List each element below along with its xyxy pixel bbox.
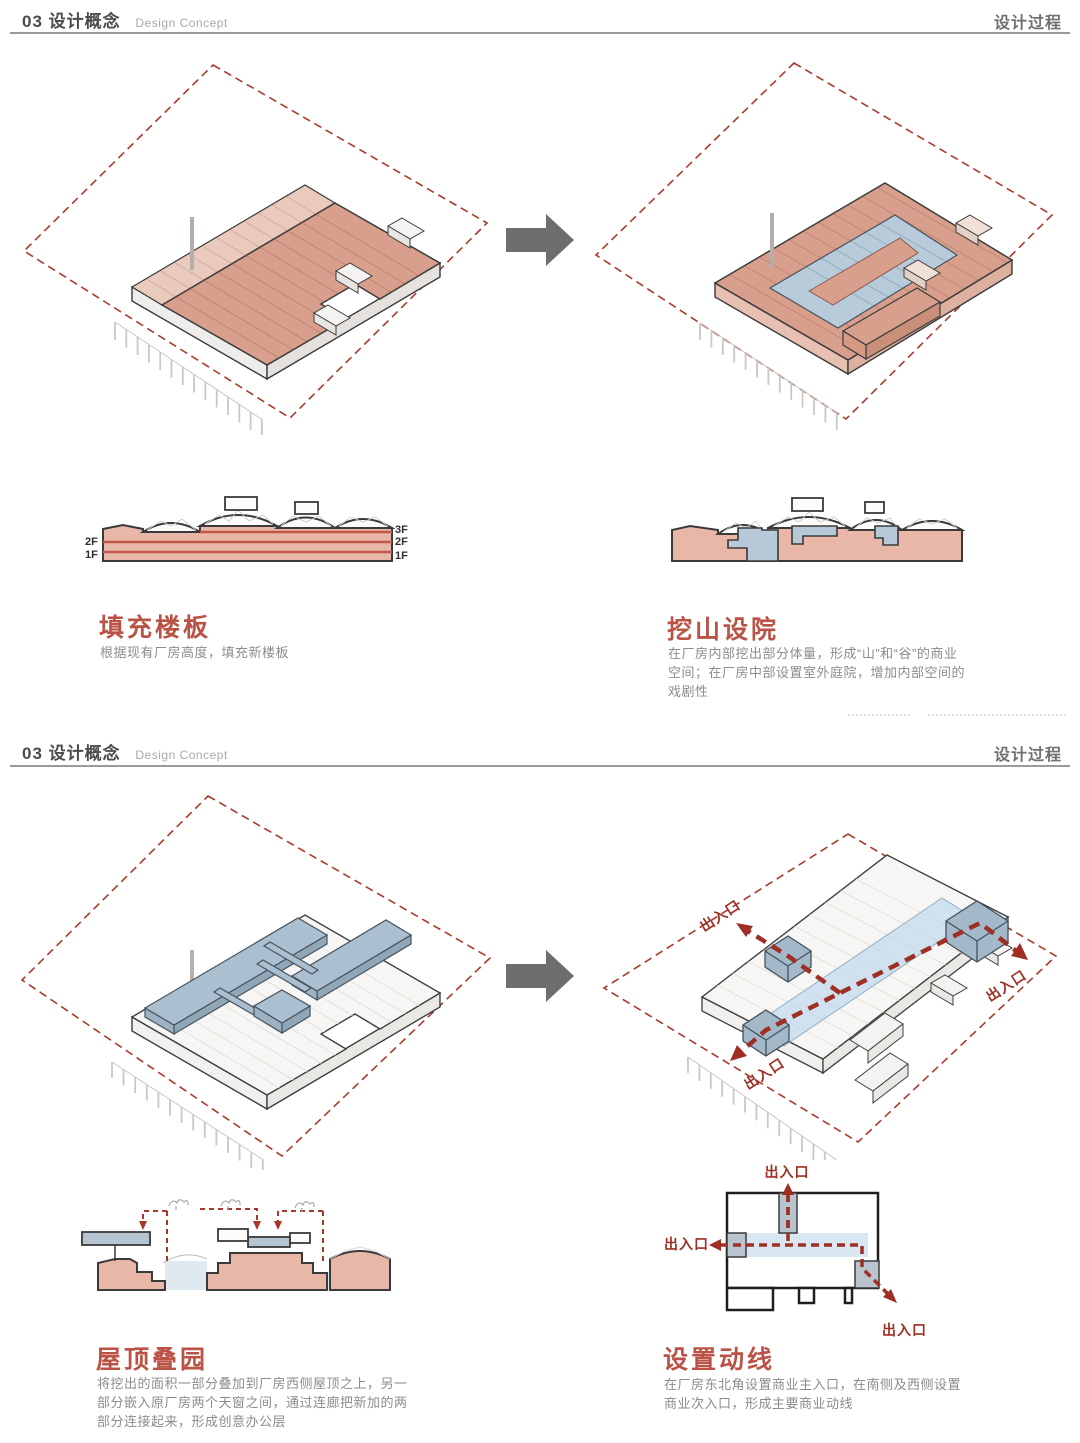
plan-circulation: 出入口 出入口 出入口 xyxy=(664,1164,927,1338)
panel-design-concept-1: 03 设计概念 Design Concept 设计过程 xyxy=(10,7,1070,716)
new-floor-slabs xyxy=(103,530,392,554)
panel-design-concept-2: 03 设计概念 Design Concept 设计过程 xyxy=(0,728,1080,1443)
roof-addition-slabs xyxy=(81,1231,291,1248)
axon-circulation: 出入口 出入口 出入口 xyxy=(602,833,1058,1160)
page-header-right: 设计过程 xyxy=(993,747,1062,764)
floor-label: 1F xyxy=(395,550,408,562)
entrance-volumes xyxy=(742,900,1009,1057)
axon-fill-floors xyxy=(22,64,489,435)
pier-fence xyxy=(111,1061,264,1170)
step-title-fill-floors: 填充楼板 xyxy=(99,614,212,642)
section-roof-stack xyxy=(81,1199,391,1291)
rooftop-office-slabs xyxy=(143,917,413,1036)
step-desc-roof-stack: 将挖出的面积一部分叠加到厂房西侧屋顶之上，另一部分嵌入原厂房两个天窗之间，通过连… xyxy=(97,1376,408,1429)
faint-watermark xyxy=(848,714,910,716)
chapter-number: 03 xyxy=(22,744,43,763)
transform-arrow-icon xyxy=(506,214,574,266)
valley-glass xyxy=(165,1261,330,1290)
entrance-label: 出入口 xyxy=(882,1322,927,1338)
chapter-title: 设计概念 xyxy=(48,12,121,31)
east-piers xyxy=(903,214,993,291)
floor-label: 2F xyxy=(395,536,408,548)
south-block xyxy=(841,287,942,361)
floor-label: 3F xyxy=(395,524,408,536)
clerestory-boxes xyxy=(224,496,319,515)
circulation-route xyxy=(720,1190,894,1300)
header-rule xyxy=(10,765,1070,767)
south-extensions xyxy=(849,1012,909,1105)
transform-arrow-icon xyxy=(506,950,574,1002)
pier-fence xyxy=(699,322,838,430)
step-title-roof-stack: 屋顶叠园 xyxy=(96,1346,209,1374)
entrance-label: 出入口 xyxy=(983,967,1029,1005)
tree-sketches xyxy=(168,1199,315,1212)
clerestory-boxes xyxy=(791,497,885,514)
guide-arrowheads xyxy=(139,1221,282,1230)
circulation-route xyxy=(732,920,1026,1060)
floor-label: 2F xyxy=(85,536,98,548)
faint-watermark xyxy=(928,714,1066,716)
site-boundary-dashed xyxy=(22,64,489,420)
chapter-number: 03 xyxy=(22,12,43,31)
inner-courtyard xyxy=(808,237,919,306)
page-header-left: 03 设计概念 Design Concept xyxy=(22,7,228,32)
link-bridge xyxy=(255,959,313,993)
chapter-subtitle: Design Concept xyxy=(135,748,228,762)
east-piers xyxy=(313,217,425,336)
axon-roof-addition xyxy=(20,795,492,1170)
factory-building xyxy=(713,182,1014,376)
entrance-label: 出入口 xyxy=(664,1236,709,1252)
site-boundary-dashed xyxy=(20,795,492,1158)
page-header-right: 设计过程 xyxy=(993,15,1062,32)
pink-mass-middle xyxy=(206,1252,328,1291)
pink-mass-left xyxy=(97,1258,166,1291)
route-arrowheads xyxy=(709,1183,897,1303)
insertion-guides xyxy=(142,1208,324,1263)
section-fill-floors: 2F 1F 3F 2F 1F xyxy=(85,496,408,562)
step-desc-circulation: 在厂房东北角设置商业主入口，在南侧及西侧设置商业次入口，形成主要商业动线 xyxy=(664,1377,962,1411)
step-desc-fill-floors: 根据现有厂房高度，填充新楼板 xyxy=(100,645,290,660)
floor-label: 1F xyxy=(85,549,98,561)
step-title-circulation: 设置动线 xyxy=(663,1346,776,1374)
step-desc-carve: 在厂房内部挖出部分体量，形成“山”和“谷”的商业空间；在厂房中部设置室外庭院，增… xyxy=(668,646,966,699)
link-bridge xyxy=(262,941,320,975)
page-header-left: 03 设计概念 Design Concept xyxy=(22,739,228,764)
section-carve xyxy=(671,497,966,562)
route-arrowheads xyxy=(730,923,1028,1061)
site-boundary-dashed xyxy=(594,62,1054,421)
entrance-label: 出入口 xyxy=(765,1164,810,1180)
factory-building xyxy=(700,854,1013,1105)
chapter-subtitle: Design Concept xyxy=(135,16,228,30)
plan-extensions xyxy=(725,1286,854,1312)
step-title-carve: 挖山设院 xyxy=(667,616,780,644)
carved-valleys xyxy=(727,525,899,562)
pier-fence xyxy=(687,1056,838,1160)
chapter-title: 设计概念 xyxy=(48,744,121,763)
factory-building xyxy=(130,184,442,381)
header-rule xyxy=(10,32,1070,34)
clerestory-boxes xyxy=(217,1228,311,1244)
pink-mass-right xyxy=(329,1250,391,1291)
entrance-label: 出入口 xyxy=(741,1055,787,1093)
pier-fence xyxy=(114,321,263,435)
axon-carve-courtyard xyxy=(594,62,1054,430)
entrance-label: 出入口 xyxy=(697,897,743,935)
